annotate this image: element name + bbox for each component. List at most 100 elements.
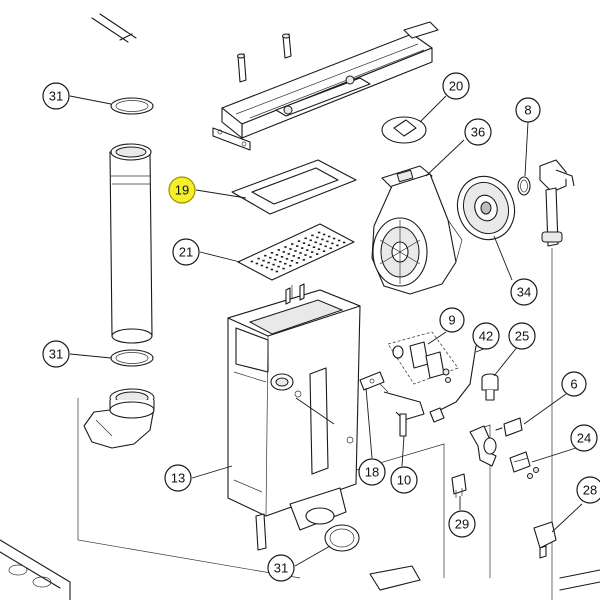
perforation-hole [309, 256, 312, 258]
perforation-hole [302, 259, 305, 261]
perforation-hole [324, 245, 327, 248]
callout-20: 20 [442, 72, 470, 100]
perforation-hole [250, 260, 254, 263]
perforation-hole [297, 240, 301, 242]
perforation-hole [292, 255, 295, 257]
perforation-hole [280, 256, 284, 258]
perforation-hole [255, 262, 259, 265]
perforation-hole [275, 254, 279, 256]
callout-31-mid: 31 [42, 340, 70, 368]
callout-label: 20 [449, 79, 463, 94]
perforation-hole [314, 241, 317, 244]
perforation-hole [287, 253, 290, 255]
perforation-hole [304, 237, 307, 240]
perforation-hole [277, 249, 280, 251]
sensor-29 [451, 473, 467, 498]
perforation-hole [329, 247, 332, 250]
perforation-hole [269, 256, 272, 259]
perforation-hole [265, 266, 269, 269]
callout-label: 31 [274, 561, 288, 576]
o-ring-8 [517, 176, 531, 196]
perforation-hole [326, 240, 329, 243]
perforation-hole [327, 235, 331, 238]
callout-label: 25 [515, 329, 529, 344]
electrode-kit-9 [387, 331, 459, 385]
fitting-25 [481, 373, 499, 401]
perforation-hole [270, 252, 274, 254]
perforation-hole [301, 247, 304, 249]
seal-ring-31-top [110, 97, 154, 115]
gasket-20 [381, 116, 427, 144]
callout-29: 29 [448, 510, 476, 538]
callout-42: 42 [472, 322, 500, 350]
perforation-hole [289, 264, 292, 267]
cover-studs [237, 33, 292, 83]
heat-exchanger-13 [227, 283, 361, 551]
flue-elbow [83, 388, 155, 449]
perforation-hole [317, 231, 321, 234]
perforation-hole [274, 258, 277, 261]
callout-label: 18 [365, 465, 379, 480]
valve-28 [533, 521, 557, 559]
perforation-hole [332, 237, 336, 240]
perforation-hole [306, 249, 309, 251]
perforation-hole [289, 248, 292, 250]
perforation-hole [317, 248, 321, 250]
perforation-hole [342, 241, 346, 244]
flue-pipe [109, 143, 153, 344]
perforation-hole [297, 257, 300, 259]
perforation-hole [337, 239, 341, 242]
callout-21: 21 [172, 238, 200, 266]
seal-ring-31-bottom [324, 524, 360, 552]
callout-label: 31 [49, 89, 63, 104]
frame-fragment-top [91, 13, 137, 43]
perforated-plate-21 [237, 223, 355, 281]
connector-6 [495, 417, 523, 437]
callout-label: 42 [479, 329, 493, 344]
perforation-hole [295, 262, 299, 264]
callout-19: 19 [168, 176, 196, 204]
ignition-electrode-10 [379, 383, 425, 437]
callout-31-top: 31 [42, 82, 70, 110]
leader-lines [69, 95, 583, 567]
callout-label: 24 [577, 431, 591, 446]
perforation-hole [311, 251, 314, 253]
callout-25: 25 [508, 322, 536, 350]
tee-fitting [469, 425, 497, 467]
perforation-hole [322, 233, 326, 236]
perforation-hole [285, 258, 289, 260]
callout-36: 36 [464, 118, 492, 146]
callout-label: 34 [517, 285, 531, 300]
perforation-hole [264, 254, 267, 257]
callout-6: 6 [561, 371, 587, 397]
perforation-hole [284, 246, 287, 248]
seal-ring-31-mid [110, 349, 154, 367]
callout-label: 29 [455, 517, 469, 532]
callout-label: 31 [49, 347, 63, 362]
perforation-hole [304, 254, 307, 256]
callout-label: 8 [524, 103, 531, 118]
callout-label: 36 [471, 125, 485, 140]
bracket-18 [359, 371, 385, 391]
perforation-hole [322, 250, 326, 252]
perforation-hole [267, 261, 270, 264]
perforation-hole [270, 268, 274, 271]
perforation-hole [316, 236, 319, 239]
callout-label: 13 [171, 471, 185, 486]
perforation-hole [321, 238, 324, 241]
perforation-hole [262, 259, 265, 262]
perforation-hole [302, 242, 306, 244]
callout-24: 24 [570, 424, 598, 452]
callout-18: 18 [358, 458, 386, 486]
callout-10: 10 [390, 466, 418, 494]
frame-fragment-bottom-left [0, 539, 71, 600]
fan-disc-34 [456, 175, 516, 241]
perforation-hole [282, 267, 285, 270]
perforation-hole [296, 245, 299, 247]
callout-34: 34 [510, 278, 538, 306]
perforation-hole [291, 243, 294, 245]
perforation-hole [319, 243, 322, 246]
perforation-hole [260, 264, 264, 267]
gas-pipe [539, 159, 575, 247]
